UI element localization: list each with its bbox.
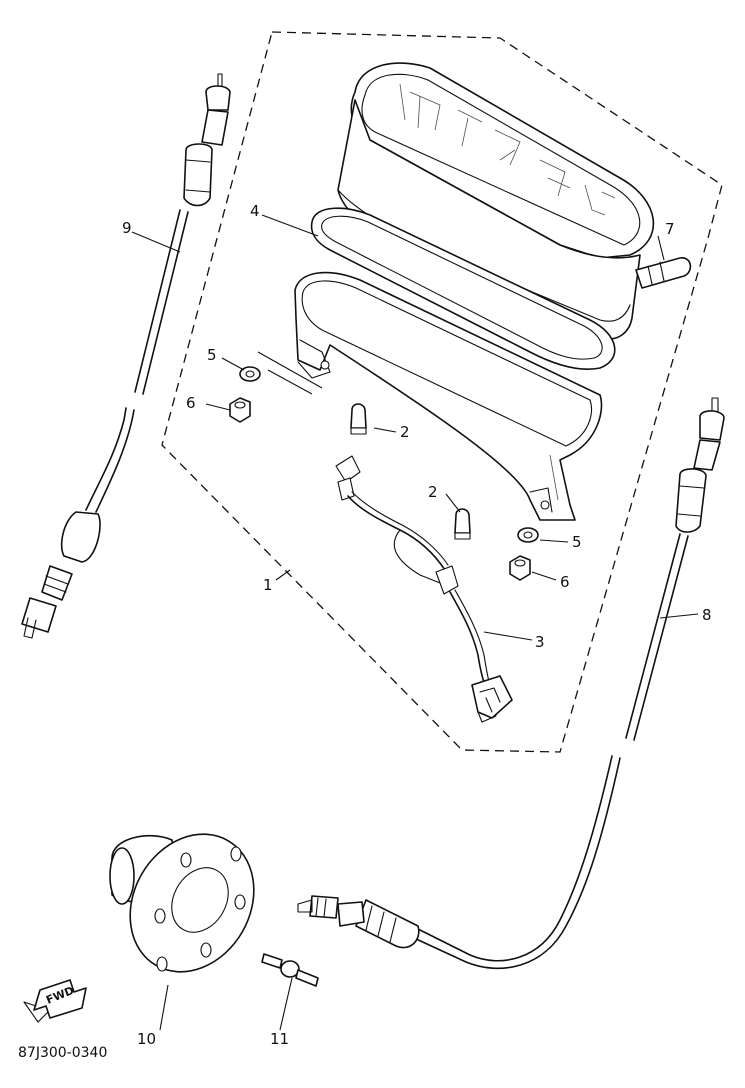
nut-6-right [509,555,531,581]
callout-1: 1 [263,576,273,594]
stud-alignment-line [257,351,323,389]
wiring-harness [335,455,513,723]
callout-5-left: 5 [207,346,217,364]
callout-8: 8 [702,606,712,624]
callout-11: 11 [270,1030,289,1048]
bulb-lower [454,508,471,540]
cable-9 [21,73,231,639]
gasket-ring [310,207,616,370]
fwd-arrow-icon: FWD [23,979,87,1023]
washer-5-right [517,527,539,543]
mounting-bracket [294,271,603,521]
assembly-boundary [161,31,723,753]
cable-8 [297,397,725,970]
callout-4: 4 [250,202,260,220]
callout-2-lower: 2 [428,483,438,501]
washer-5-left [239,366,261,382]
drive-pin [261,953,319,987]
nut-6-left [229,397,251,423]
callout-5-right: 5 [572,533,582,551]
callout-7: 7 [665,220,675,238]
callout-6-left: 6 [186,394,196,412]
stud-alignment-line [267,369,313,395]
drawing-code: 87J300-0340 [18,1045,107,1061]
callout-10: 10 [137,1030,156,1048]
drive-hub [109,833,255,973]
callout-9: 9 [122,219,132,237]
callout-3: 3 [535,633,545,651]
callout-6-right: 6 [560,573,570,591]
callout-2-upper: 2 [400,423,410,441]
bulb-upper [350,403,367,435]
